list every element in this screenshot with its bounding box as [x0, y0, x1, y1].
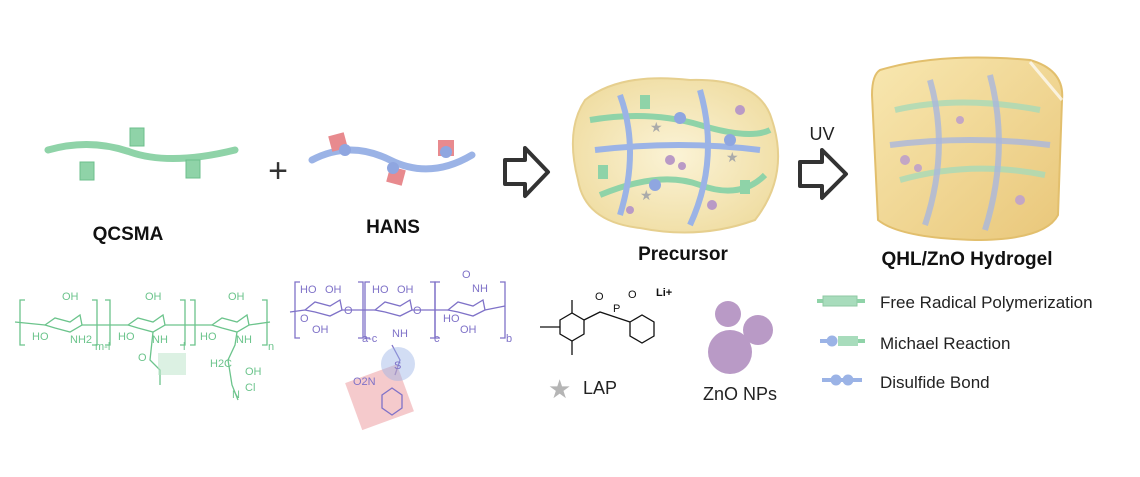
qcsma-chain — [44, 127, 239, 181]
atom-label: HO — [372, 284, 389, 296]
atom-label: HO — [32, 331, 49, 343]
atom-label: NH — [392, 328, 408, 340]
qcsma-label: QCSMA — [93, 224, 164, 245]
atom-label: n — [268, 341, 274, 353]
atom-label: O — [344, 305, 353, 317]
atom-label: NH — [152, 334, 168, 346]
hydrogel-cube — [870, 56, 1064, 242]
hans-label: HANS — [366, 217, 420, 238]
lap-star-icon: ★ — [640, 187, 653, 203]
atom-label: b — [506, 333, 512, 345]
atom-label: Disulfide Bond — [880, 373, 990, 392]
atom-label: Free Radical Polymerization — [880, 293, 1093, 312]
atom-label: HO — [200, 331, 217, 343]
atom-label: OH — [397, 284, 414, 296]
atom-label: Cl — [245, 382, 255, 394]
atom-label: O — [138, 352, 147, 364]
hydrogel-label: QHL/ZnO Hydrogel — [882, 249, 1053, 270]
lap-star-icon: ★ — [650, 119, 663, 135]
atom-label: S — [394, 360, 401, 372]
atom-label: NH — [236, 334, 252, 346]
legend-item-michael-reaction: Michael Reaction — [820, 334, 1010, 353]
uv-label: UV — [809, 124, 834, 144]
lap-structure — [540, 300, 655, 355]
atom-label: O — [413, 305, 422, 317]
atom-label: NH2 — [70, 334, 92, 346]
atom-label: HO — [443, 313, 460, 325]
legend-item-free-radical: Free Radical Polymerization — [817, 293, 1093, 312]
zno-nanoparticles-icon — [708, 301, 773, 374]
hans-atom-labels: HO OH O O OH a-c HO OH O NH c O NH HO OH… — [300, 269, 512, 388]
qcsma-structure — [14, 299, 271, 401]
atom-label: OH — [245, 366, 262, 378]
atom-label: N — [232, 389, 240, 401]
precursor-blob: ★ ★ ★ — [571, 77, 780, 234]
atom-label: a-c — [362, 333, 378, 345]
atom-label: OH — [325, 284, 342, 296]
atom-label: OH — [312, 324, 329, 336]
plus-sign: + — [268, 152, 288, 190]
legend: Free Radical Polymerization Michael Reac… — [817, 293, 1093, 392]
atom-label: m-l — [95, 341, 110, 353]
qcsma-atom-labels: OH HO NH2 m-l OH HO NH l O OH HO NH n H2… — [32, 291, 274, 401]
hans-structure — [289, 281, 506, 431]
atom-label: OH — [460, 324, 477, 336]
atom-label: O — [628, 289, 637, 301]
atom-label: c — [434, 333, 440, 345]
atom-label: HO — [118, 331, 135, 343]
atom-label: OH — [145, 291, 162, 303]
lap-label: LAP — [583, 378, 617, 398]
atom-label: Li+ — [656, 287, 672, 299]
arrow-icon — [503, 146, 550, 198]
arrow-icon — [798, 148, 848, 200]
atom-label: Michael Reaction — [880, 334, 1010, 353]
atom-label: O — [462, 269, 471, 281]
atom-label: O — [595, 291, 604, 303]
hans-chain — [308, 132, 476, 186]
atom-label: NH — [472, 283, 488, 295]
atom-label: l — [183, 341, 185, 353]
atom-label: OH — [62, 291, 79, 303]
legend-item-disulfide-bond: Disulfide Bond — [822, 373, 990, 392]
atom-label: P — [613, 303, 620, 315]
atom-label: OH — [228, 291, 245, 303]
lap-star-icon: ★ — [548, 374, 571, 404]
atom-label: O — [300, 313, 309, 325]
zno-label: ZnO NPs — [703, 384, 777, 404]
lap-atom-labels: O P O Li+ — [595, 287, 672, 315]
atom-label: HO — [300, 284, 317, 296]
lap-star-icon: ★ — [726, 149, 739, 165]
precursor-label: Precursor — [638, 244, 728, 265]
atom-label: O2N — [353, 376, 376, 388]
atom-label: H2C — [210, 358, 232, 370]
